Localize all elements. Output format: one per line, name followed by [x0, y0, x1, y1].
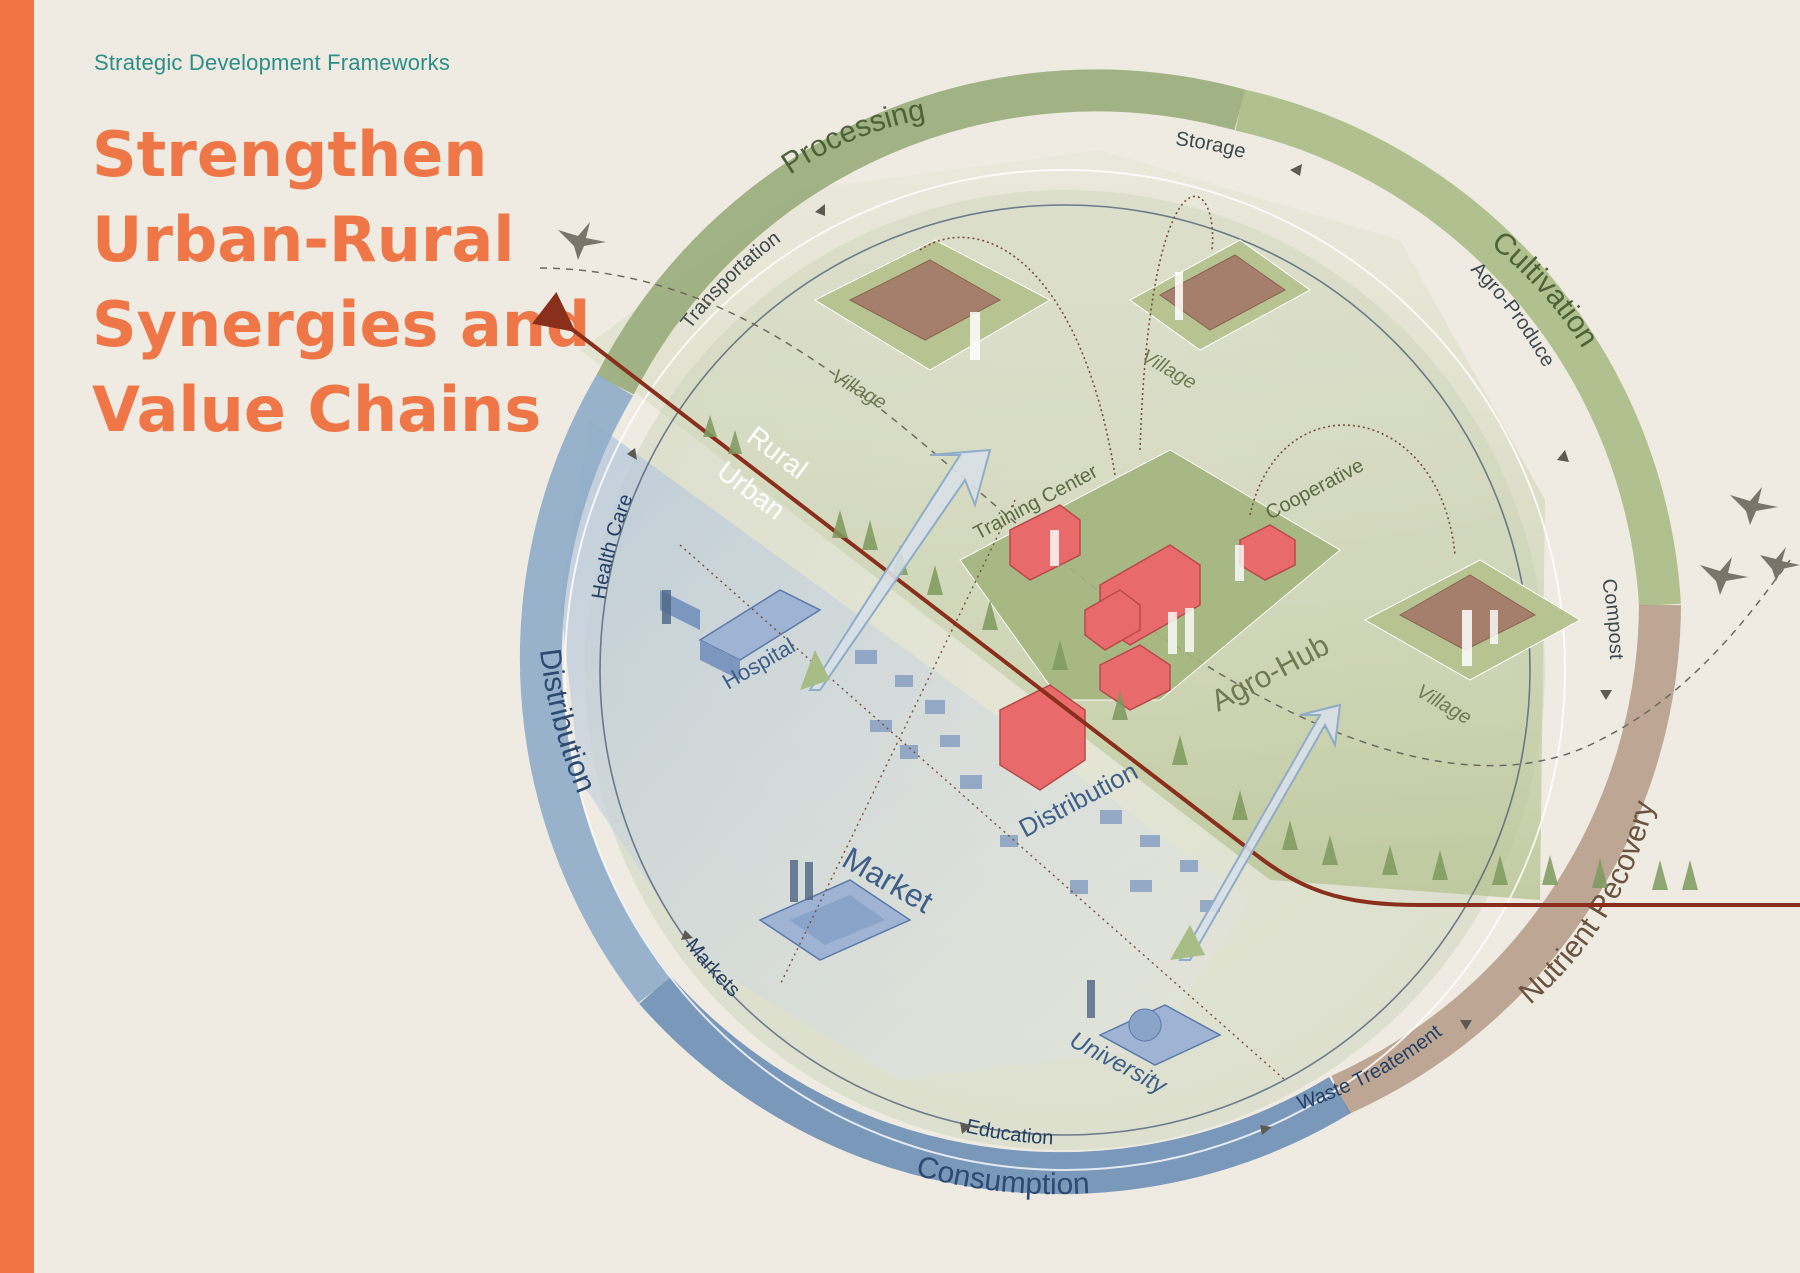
people-urban	[662, 590, 1095, 1018]
urban-axis	[679, 544, 1286, 1081]
title-line-4: Value Chains	[92, 373, 542, 446]
ring-flow-arrows	[627, 164, 1612, 1135]
side-accent-stripe	[0, 0, 34, 1273]
university-building	[1098, 1004, 1222, 1066]
ring-distribution	[519, 374, 672, 1003]
ring-processing	[596, 69, 1246, 395]
village-ne	[1129, 239, 1311, 351]
inner-flow-ring	[599, 204, 1531, 1136]
village-nw	[813, 239, 1052, 371]
distribution-building	[999, 684, 1086, 791]
people-rural	[1050, 530, 1498, 654]
training-center-building	[1009, 504, 1081, 581]
flow-label-storage: Storage	[1174, 128, 1248, 163]
kicker-label: Strategic Development Frameworks	[94, 50, 451, 75]
title-line-2: Urban-Rural	[92, 203, 515, 276]
village-e	[1363, 559, 1582, 681]
page-title: Strengthen Urban-Rural Synergies and Val…	[92, 112, 591, 452]
ring-consumption	[639, 976, 1351, 1195]
title-line-1: Strengthen	[92, 118, 488, 191]
title-line-3: Synergies and	[92, 288, 591, 361]
ring-cultivation	[1235, 89, 1681, 607]
agro-hub-buildings	[1084, 544, 1201, 711]
rural-urban-divider	[531, 291, 1800, 907]
city-blocks	[855, 650, 1220, 912]
flow-label-compost: Compost	[1597, 577, 1627, 660]
ring-nutrient-recovery	[1331, 604, 1681, 1115]
exchange-arrows	[800, 448, 1342, 961]
market-building	[758, 879, 912, 961]
bird-flock	[558, 222, 1800, 595]
village-link-e	[1249, 424, 1456, 556]
tree-line	[703, 415, 1698, 890]
inner-ring-outer	[564, 169, 1566, 1171]
